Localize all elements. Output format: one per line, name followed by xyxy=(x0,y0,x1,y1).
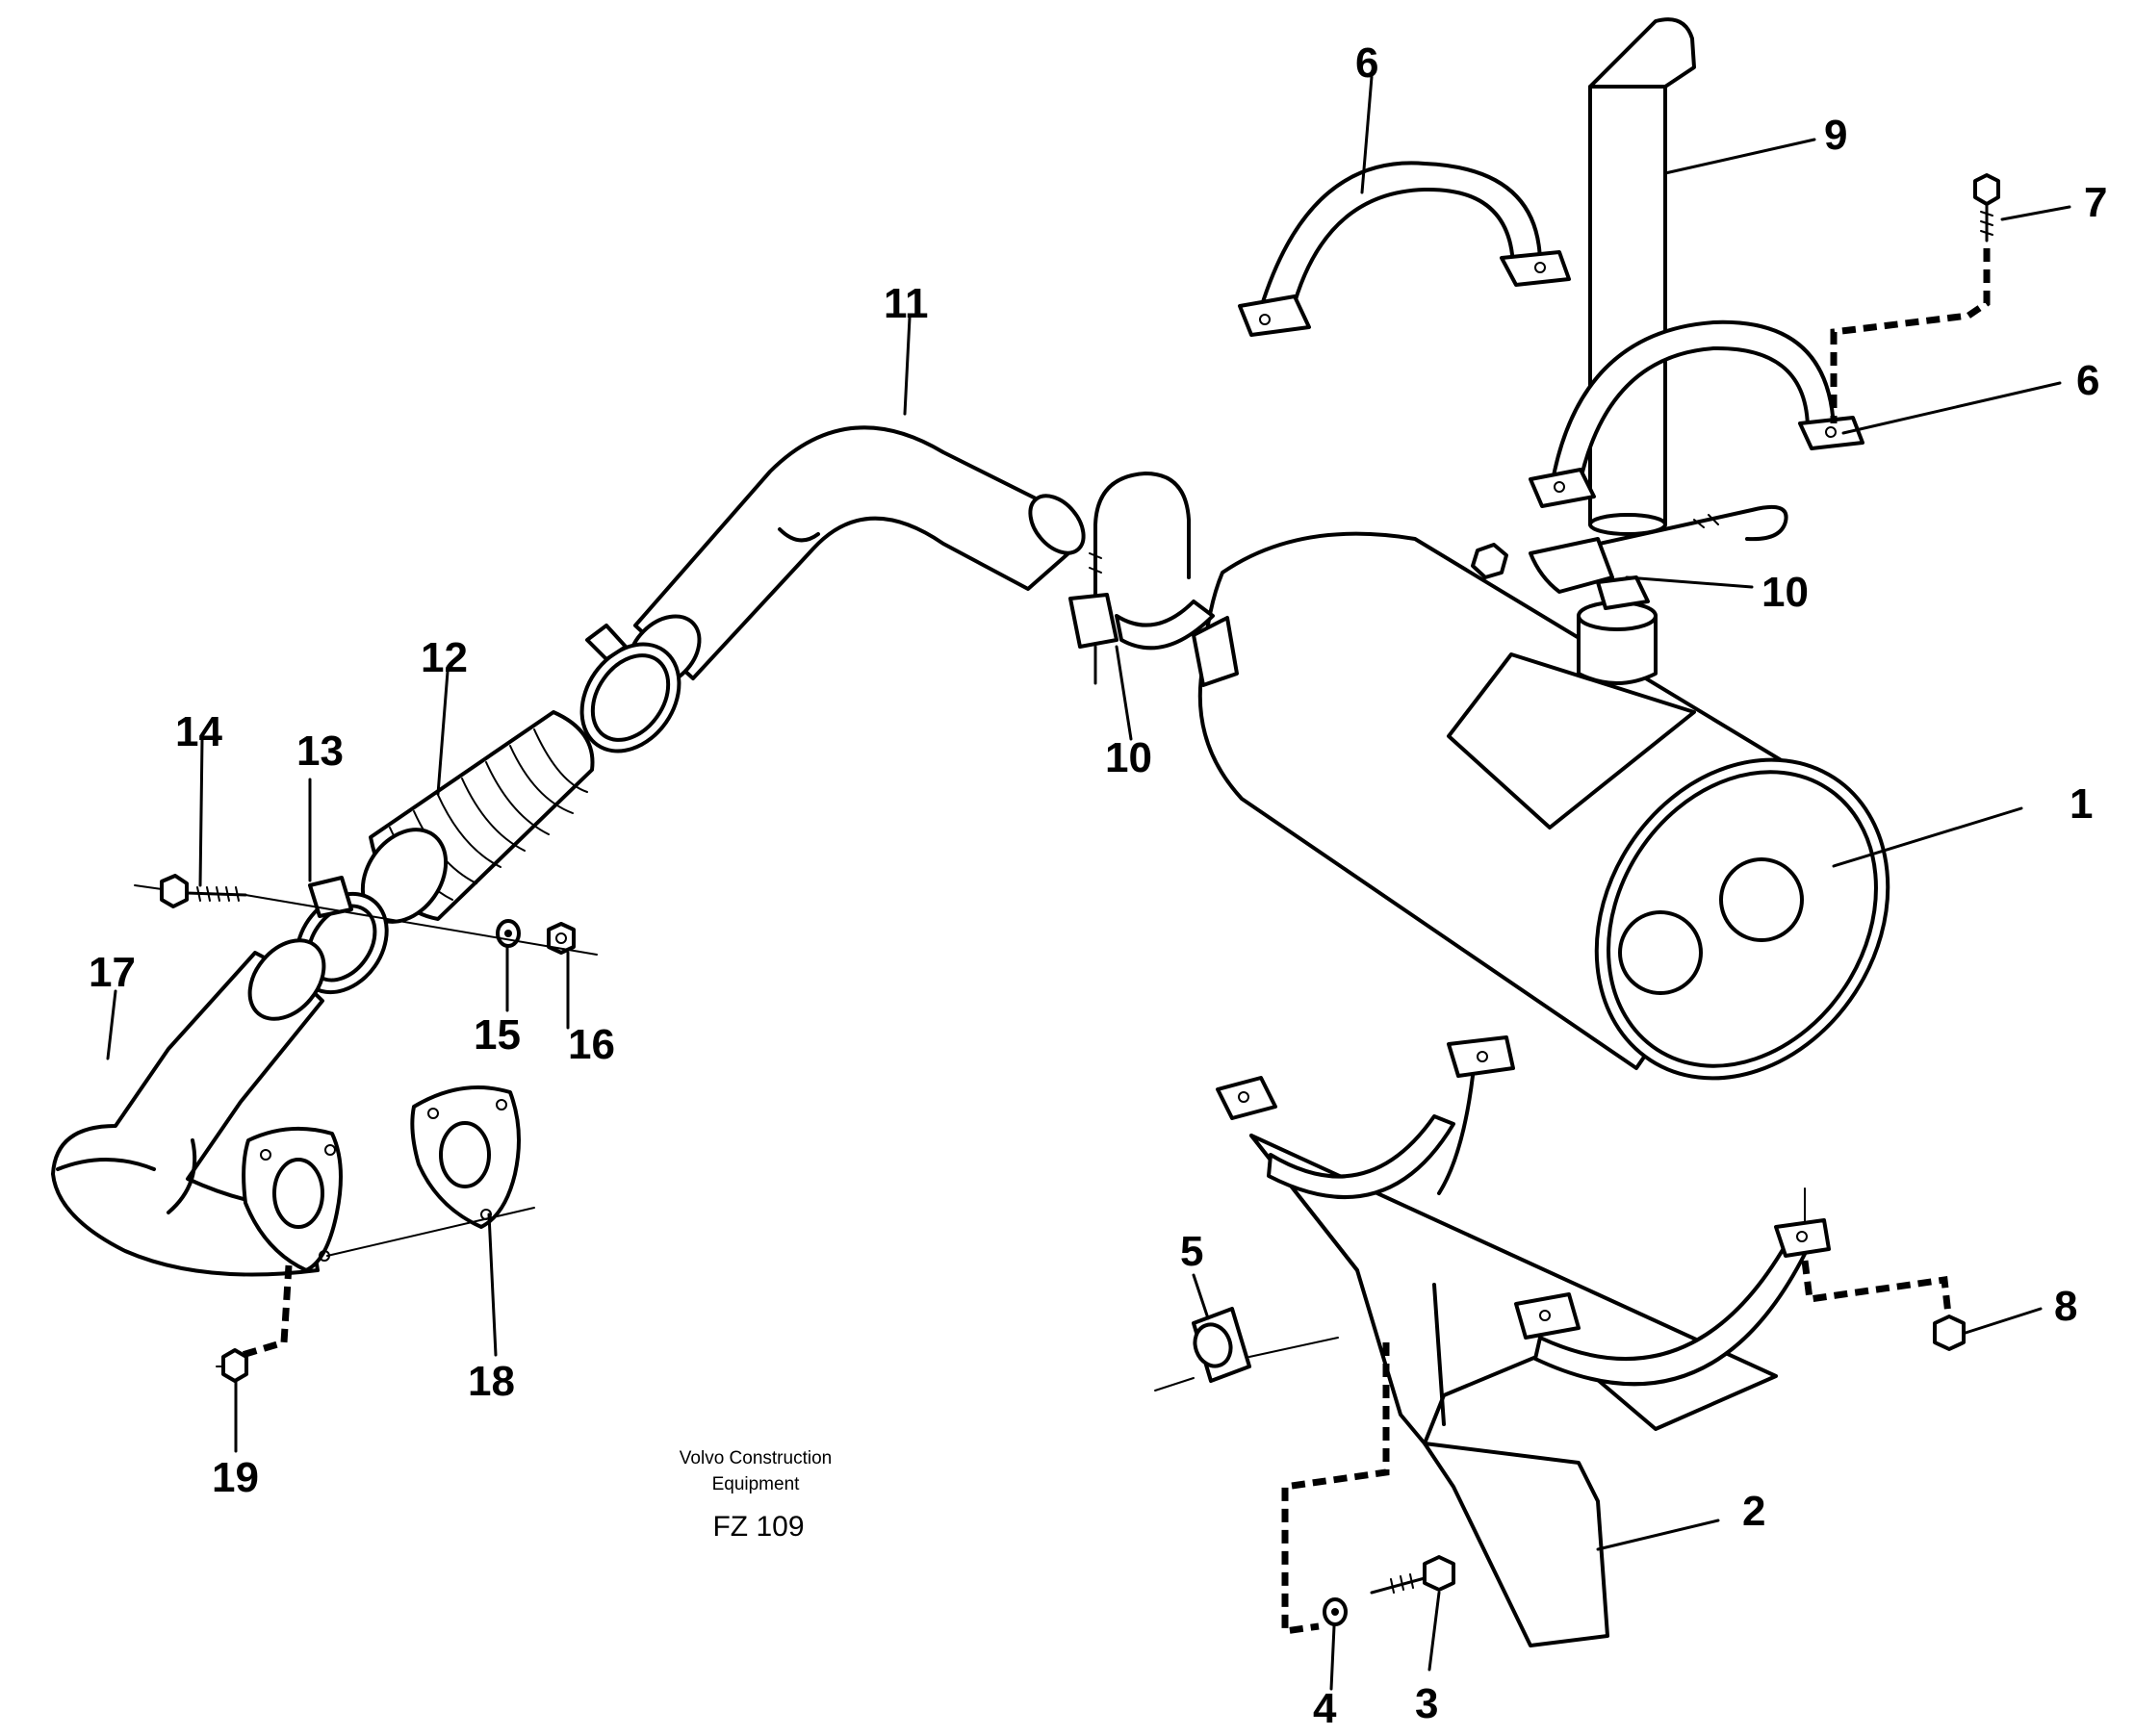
callout-13: 13 xyxy=(296,728,344,775)
callout-16: 16 xyxy=(568,1021,615,1068)
callout-6-upper: 6 xyxy=(1355,39,1378,87)
figure-code: FZ 109 xyxy=(712,1511,804,1543)
part-u-bolt-clamp-upper xyxy=(1471,505,1788,594)
part-muffler xyxy=(1192,531,1890,1081)
callout-12: 12 xyxy=(421,634,468,681)
part-half-clamp-upper-left xyxy=(1238,161,1571,337)
part-mounting-bracket xyxy=(1216,1035,1831,1647)
part-inlet-bend-pipe xyxy=(51,938,326,1277)
part-exhaust-stack-pipe xyxy=(1588,17,1696,536)
callout-3: 3 xyxy=(1415,1680,1438,1727)
caption-maker-line2: Equipment xyxy=(712,1474,801,1494)
part-bolt-3 xyxy=(1370,1555,1455,1595)
callout-14: 14 xyxy=(175,708,222,755)
part-flex-bellows xyxy=(360,710,595,924)
part-clamp-ring-13 xyxy=(295,876,389,995)
part-pipe-flange xyxy=(242,1126,343,1272)
callout-9: 9 xyxy=(1824,112,1847,159)
callout-17: 17 xyxy=(89,949,136,996)
part-half-clamp-upper-right xyxy=(1529,319,1864,508)
callout-2: 2 xyxy=(1742,1488,1765,1535)
part-washer-15 xyxy=(496,919,521,948)
callout-5: 5 xyxy=(1180,1228,1203,1275)
callout-6-right: 6 xyxy=(2076,357,2099,404)
part-hose-clamp-ring xyxy=(579,624,681,753)
callout-11: 11 xyxy=(884,280,929,327)
callout-8: 8 xyxy=(2054,1283,2077,1330)
part-bolt-7 xyxy=(1830,173,2000,423)
part-washer-4 xyxy=(1281,1342,1390,1636)
part-u-bolt-clamp-middle xyxy=(1068,472,1215,685)
callout-10-right: 10 xyxy=(1761,569,1809,616)
part-nut-19 xyxy=(216,1264,293,1383)
part-gasket-18 xyxy=(410,1085,521,1229)
callout-7: 7 xyxy=(2084,179,2107,226)
part-bent-exhaust-pipe xyxy=(627,425,1086,689)
part-spacer-5 xyxy=(1154,1307,1339,1391)
callout-15: 15 xyxy=(474,1011,521,1059)
callout-4: 4 xyxy=(1313,1685,1337,1732)
callout-10-middle: 10 xyxy=(1105,734,1152,781)
callout-19: 19 xyxy=(212,1454,259,1501)
part-bolt-14 xyxy=(134,874,247,908)
part-nut-8 xyxy=(1801,1187,1966,1351)
caption-maker-line1: Volvo Construction xyxy=(680,1448,832,1468)
callout-1: 1 xyxy=(2070,780,2093,828)
callout-leader-lines xyxy=(106,75,2071,1691)
callout-18: 18 xyxy=(468,1358,515,1405)
